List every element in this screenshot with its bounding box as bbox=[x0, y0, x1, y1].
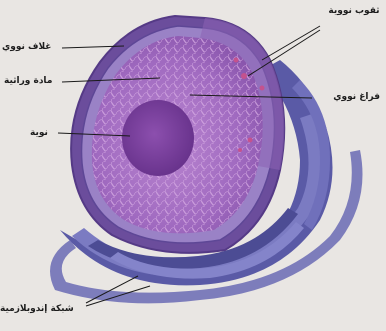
label-chromatin: مادة وراثية bbox=[4, 76, 52, 87]
label-endoplasmic-reticulum: شبكة إندوبلازمية bbox=[0, 304, 74, 315]
label-nucleolus: نوية bbox=[30, 128, 48, 139]
label-nuclear-pores: ثقوب نووية bbox=[326, 6, 382, 17]
label-nuclear-envelope: غلاف نووي bbox=[2, 42, 51, 53]
label-nuclear-space: فراغ نووي bbox=[333, 92, 380, 103]
nucleolus-shape bbox=[122, 100, 194, 176]
